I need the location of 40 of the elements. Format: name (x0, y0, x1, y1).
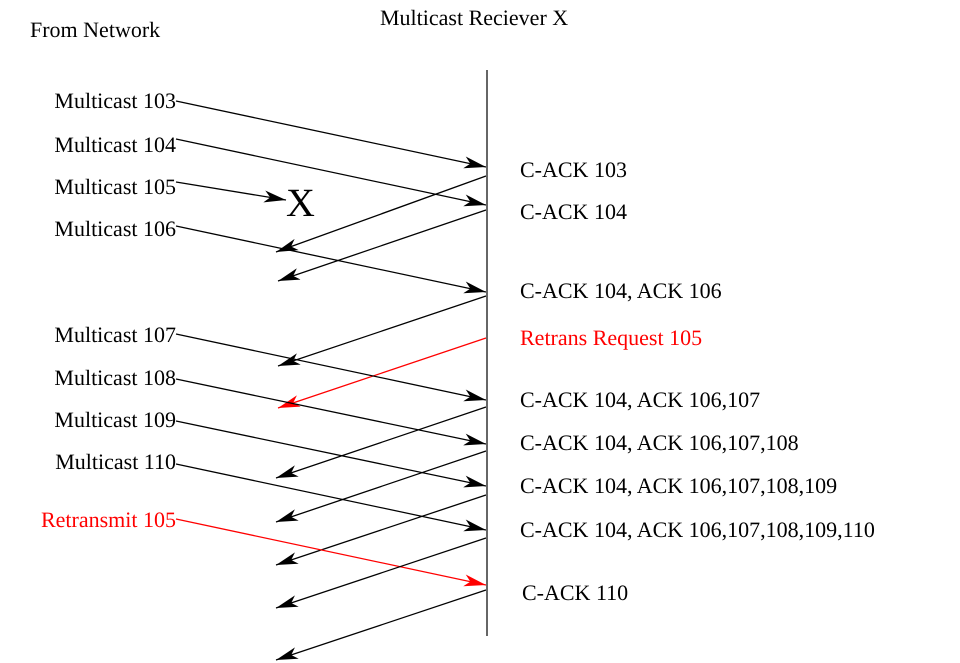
message-label: Multicast 106 (54, 216, 176, 242)
arrow (276, 589, 486, 661)
ack-label: C-ACK 104, ACK 106 (520, 278, 722, 304)
arrow (176, 138, 486, 206)
x-mark: X (286, 188, 315, 218)
message-label: Multicast 107 (54, 322, 176, 348)
column-heading: From Network (30, 17, 160, 43)
ack-label: C-ACK 104, ACK 106,107 (520, 387, 760, 413)
arrow (278, 209, 486, 282)
ack-label: C-ACK 104, ACK 106,107,108,109,110 (520, 517, 875, 543)
arrow (276, 537, 486, 609)
ack-label: C-ACK 104, ACK 106,107,108 (520, 430, 799, 456)
arrow (176, 463, 486, 532)
arrow (276, 406, 486, 479)
message-label: Multicast 109 (54, 407, 176, 433)
arrow (176, 378, 486, 446)
timeline-line (486, 70, 488, 636)
message-label: Retransmit 105 (40, 507, 176, 533)
arrow (176, 333, 486, 402)
arrow (276, 494, 486, 566)
arrow (176, 100, 486, 168)
ack-label: C-ACK 104 (520, 199, 627, 225)
message-label: Multicast 103 (54, 88, 176, 114)
arrow (176, 181, 286, 202)
ack-label: Retrans Request 105 (520, 325, 702, 351)
message-label: Multicast 110 (55, 449, 176, 475)
message-label: Multicast 108 (54, 365, 176, 391)
arrow (276, 175, 486, 253)
ack-label: C-ACK 104, ACK 106,107,108,109 (520, 473, 838, 499)
ack-label: C-ACK 103 (520, 157, 627, 183)
message-label: Multicast 104 (54, 132, 176, 158)
arrow (176, 420, 486, 488)
arrow (176, 518, 486, 586)
column-heading: Multicast Reciever X (380, 5, 568, 31)
ack-label: C-ACK 110 (522, 580, 628, 606)
arrow (176, 225, 486, 294)
arrow (278, 337, 486, 409)
arrow (278, 295, 486, 367)
arrow (276, 450, 486, 523)
message-label: Multicast 105 (54, 174, 176, 200)
